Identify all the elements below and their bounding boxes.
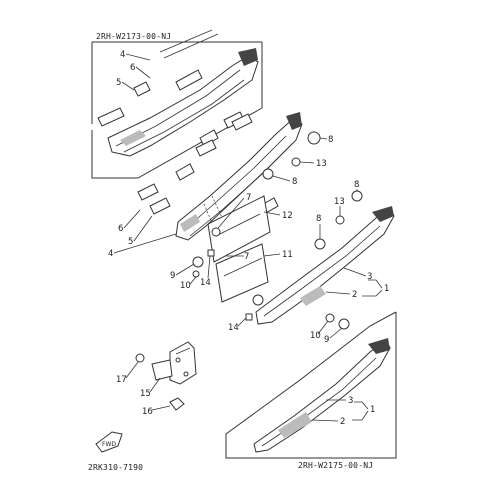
callout-17: 17 xyxy=(116,375,127,385)
nut-16 xyxy=(169,397,185,411)
collar-10-a xyxy=(192,270,200,278)
callout-13: 13 xyxy=(334,197,345,207)
figure-reference: 2RK310-7190 xyxy=(88,463,143,472)
panel-11 xyxy=(215,243,269,303)
callout-4: 4 xyxy=(120,50,125,60)
callout-5: 5 xyxy=(128,237,133,247)
callout-7: 7 xyxy=(246,193,251,203)
callout-13: 13 xyxy=(316,159,327,169)
top-inset-box: 2RH-W2173-00-NJ xyxy=(91,29,263,179)
callout-3: 3 xyxy=(367,272,372,282)
main-side-cover-assembly xyxy=(137,112,303,241)
collar-10-b xyxy=(325,313,335,323)
bottom-inset-box: 2RH-W2175-00-NJ xyxy=(225,311,397,470)
side-cover-right xyxy=(255,206,395,325)
callout-9: 9 xyxy=(170,271,175,281)
grommet-side xyxy=(252,294,264,306)
bottom-box-part-code: 2RH-W2175-00-NJ xyxy=(298,461,373,470)
collar-13-a xyxy=(291,157,301,167)
callout-6: 6 xyxy=(130,63,135,73)
callout-11: 11 xyxy=(282,250,293,260)
callout-14: 14 xyxy=(200,278,211,288)
grommet-8-b xyxy=(262,168,274,180)
callout-1: 1 xyxy=(370,405,375,415)
grommet-8-d xyxy=(314,238,326,250)
callout-3: 3 xyxy=(348,396,353,406)
bracket-assembly-15 xyxy=(151,341,197,385)
callout-2: 2 xyxy=(340,417,345,427)
callout-1: 1 xyxy=(384,284,389,294)
callout-14: 14 xyxy=(228,323,239,333)
callout-10: 10 xyxy=(180,281,191,291)
callout-10: 10 xyxy=(310,331,321,341)
fwd-label: FWD xyxy=(102,441,116,448)
callout-8: 8 xyxy=(328,135,333,145)
callout-12: 12 xyxy=(282,211,293,221)
top-box-part-code: 2RH-W2173-00-NJ xyxy=(96,32,171,41)
callout-8: 8 xyxy=(292,177,297,187)
bolt-17 xyxy=(135,353,145,363)
callout-8: 8 xyxy=(354,180,359,190)
callout-9: 9 xyxy=(324,335,329,345)
callout-6: 6 xyxy=(118,224,123,234)
callout-4: 4 xyxy=(108,249,113,259)
callout-16: 16 xyxy=(142,407,153,417)
callout-7: 7 xyxy=(244,252,249,262)
callout-8: 8 xyxy=(316,214,321,224)
callout-5: 5 xyxy=(116,78,121,88)
panel-12 xyxy=(207,195,271,263)
grommet-8-a xyxy=(307,131,321,145)
clip-7 xyxy=(211,227,221,237)
screw-14-a xyxy=(207,249,215,257)
grommet-8-c xyxy=(351,190,363,202)
callout-2: 2 xyxy=(352,290,357,300)
fwd-arrow: FWD xyxy=(95,431,123,453)
grommet-9-a xyxy=(192,256,204,268)
collar-13-b xyxy=(335,215,345,225)
grommet-9-b xyxy=(338,318,350,330)
callout-15: 15 xyxy=(140,389,151,399)
screw-14-b xyxy=(245,313,253,321)
